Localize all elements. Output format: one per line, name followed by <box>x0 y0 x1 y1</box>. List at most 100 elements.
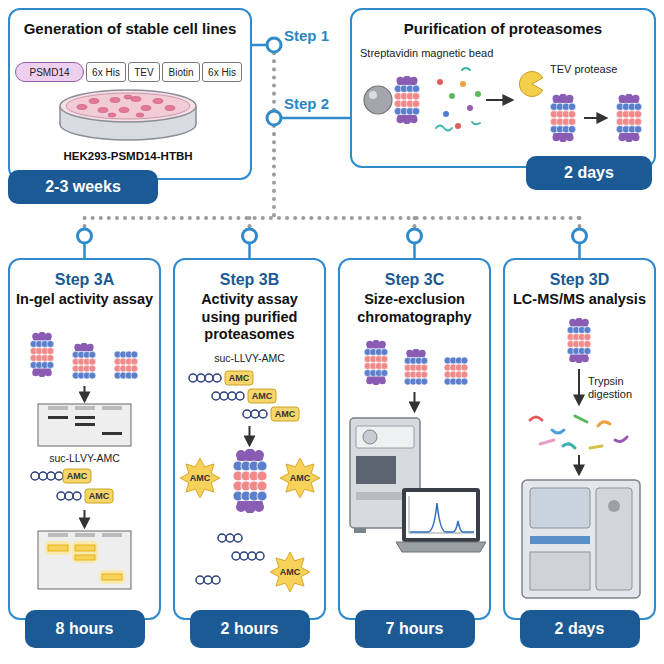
step-panel: Step 3BActivity assay using purified pro… <box>173 258 326 620</box>
culture-dish <box>131 97 141 102</box>
mass-spectrometry <box>615 437 627 441</box>
duration-text: 8 hours <box>56 620 114 638</box>
purification-scheme <box>460 81 466 87</box>
purification-scheme <box>455 123 461 129</box>
in-gel-assay <box>102 432 122 435</box>
segment-name: 6x His <box>92 67 120 78</box>
in-gel-assay <box>30 332 138 589</box>
mass-spectrometry <box>530 417 542 420</box>
in-gel-assay <box>75 555 95 560</box>
in-gel-assay <box>84 386 86 401</box>
activity-assay <box>196 576 204 584</box>
substrate-label: suc-LLVY-AMC <box>214 352 285 365</box>
size-exclusion <box>410 503 474 532</box>
cell-line-label: HEK293-PSMD14-HTBH <box>63 150 192 164</box>
culture-dish <box>124 95 132 99</box>
size-exclusion <box>350 340 486 552</box>
culture-dish <box>153 99 163 104</box>
purification-scheme <box>369 91 377 99</box>
in-gel-assay <box>73 492 81 500</box>
activity-assay <box>249 426 251 445</box>
bead-label: Streptavidin magnetic bead <box>360 47 493 60</box>
in-gel-assay <box>39 472 47 480</box>
step-number: Step 3B <box>181 270 318 289</box>
activity-assay <box>180 458 320 592</box>
in-gel-assay <box>75 533 95 537</box>
activity-assay <box>248 389 276 403</box>
culture-dish <box>141 106 151 111</box>
purification-scheme <box>519 72 542 97</box>
in-gel-assay <box>48 406 68 410</box>
segment-name: Biotin <box>168 67 193 78</box>
in-gel-assay <box>102 533 122 537</box>
in-gel-assay <box>48 533 122 537</box>
activity-assay <box>225 371 299 421</box>
amc-tag: AMC <box>89 491 110 502</box>
duration-text: 7 hours <box>386 620 444 638</box>
activity-assay <box>213 374 221 382</box>
segment-name: TEV <box>134 67 153 78</box>
duration-text: 2 hours <box>221 620 279 638</box>
in-gel-assay <box>55 472 63 480</box>
in-gel-assay <box>48 406 122 410</box>
timeline <box>78 38 587 243</box>
timeline <box>243 229 257 243</box>
culture-dish <box>77 105 87 110</box>
mass-spectrometry <box>540 440 554 444</box>
mass-spectrometry <box>552 430 564 433</box>
in-gel-assay <box>99 570 125 584</box>
mass-spectrometry <box>522 318 640 598</box>
purification-scheme <box>467 105 473 111</box>
purification-scheme <box>550 94 576 143</box>
mass-spectrometry <box>590 446 602 448</box>
activity-assay <box>197 374 205 382</box>
step-number: Step 3A <box>16 270 153 289</box>
activity-assay <box>236 392 244 400</box>
amc-tag: AMC <box>252 391 273 402</box>
mass-spectrometry <box>575 416 587 422</box>
amc-star: AMC <box>290 473 311 484</box>
in-gel-assay <box>63 469 91 483</box>
size-exclusion <box>444 357 468 385</box>
timeline <box>78 229 92 243</box>
amc-tag: AMC <box>229 373 250 384</box>
activity-assay <box>226 534 234 542</box>
panel-title: In-gel activity assay <box>16 291 153 308</box>
activity-assay <box>212 576 220 584</box>
in-gel-assay <box>48 533 68 537</box>
activity-assay <box>204 576 212 584</box>
duration-text: 2 days <box>564 164 614 182</box>
activity-assay <box>180 371 320 592</box>
timeline <box>408 229 422 243</box>
in-gel-assay <box>30 332 54 378</box>
in-gel-assay <box>48 545 68 551</box>
mass-spectrometry <box>530 552 590 590</box>
purification-scheme <box>486 99 512 101</box>
step-number: Step 3D <box>511 270 648 289</box>
in-gel-assay <box>75 545 95 551</box>
in-gel-assay <box>65 492 73 500</box>
culture-dish <box>108 113 116 117</box>
in-gel-assay <box>102 406 122 410</box>
step-number: Step 3C <box>346 270 483 289</box>
construct-segment: PSMD14 <box>15 62 84 82</box>
culture-dish <box>60 90 196 122</box>
step-label: Step 1 <box>284 27 329 45</box>
step-panel: Purification of proteasomes <box>350 8 656 168</box>
mass-spectrometry <box>578 369 580 404</box>
construct-segment: TEV <box>128 62 160 82</box>
culture-dish <box>119 108 129 113</box>
size-exclusion <box>414 392 416 411</box>
timeline <box>267 111 281 125</box>
activity-assay <box>256 552 264 560</box>
in-gel-assay <box>75 423 95 426</box>
in-gel-assay <box>75 406 95 410</box>
mass-spectrometry <box>522 480 640 598</box>
segment-name: PSMD14 <box>29 67 69 78</box>
size-exclusion <box>402 488 480 542</box>
size-exclusion <box>356 426 414 448</box>
amc-tag: AMC <box>67 471 88 482</box>
mass-spectrometry <box>530 416 627 448</box>
activity-assay <box>259 410 267 418</box>
activity-assay <box>240 552 248 560</box>
